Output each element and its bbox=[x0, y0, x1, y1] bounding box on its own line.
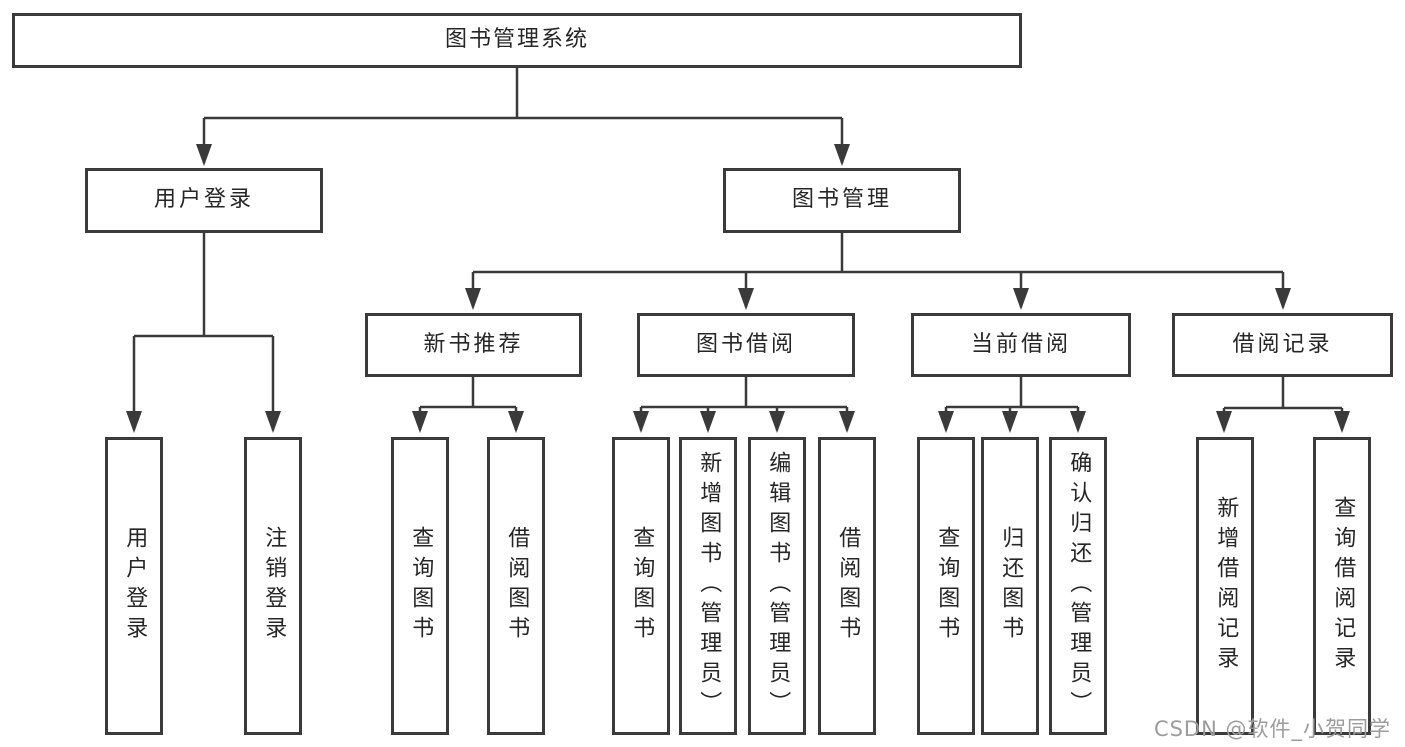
node-book-management: 图书管理 bbox=[723, 168, 961, 233]
leaf-query-borrow-record: 查询借阅记录 bbox=[1313, 437, 1371, 735]
leaf-logout-label: 注销登录 bbox=[261, 526, 287, 646]
node-current-borrowing-label: 当前借阅 bbox=[970, 331, 1071, 357]
leaf-cur-return-books-label: 归还图书 bbox=[998, 526, 1024, 646]
node-book-borrowing: 图书借阅 bbox=[637, 313, 855, 377]
leaf-bor-add-books: 新增图书（管理员） bbox=[679, 437, 737, 735]
node-book-management-label: 图书管理 bbox=[791, 187, 892, 213]
node-root-label: 图书管理系统 bbox=[444, 27, 589, 53]
leaf-bor-borrow-books: 借阅图书 bbox=[818, 437, 876, 735]
leaf-rec-query-books: 查询图书 bbox=[391, 437, 449, 735]
node-new-book-recommendation: 新书推荐 bbox=[365, 313, 582, 377]
node-current-borrowing: 当前借阅 bbox=[911, 313, 1131, 377]
leaf-bor-edit-books-label: 编辑图书（管理员） bbox=[765, 451, 791, 721]
watermark-text: CSDN @软件_小贺同学 bbox=[1153, 717, 1391, 741]
leaf-cur-query-books-label: 查询图书 bbox=[934, 526, 960, 646]
leaf-user-login: 用户登录 bbox=[105, 437, 163, 735]
leaf-rec-borrow-books: 借阅图书 bbox=[487, 437, 545, 735]
leaf-bor-query-books-label: 查询图书 bbox=[629, 526, 655, 646]
leaf-rec-borrow-books-label: 借阅图书 bbox=[504, 526, 530, 646]
leaf-cur-return-books: 归还图书 bbox=[981, 437, 1039, 735]
leaf-query-borrow-record-label: 查询借阅记录 bbox=[1330, 496, 1356, 676]
leaf-cur-confirm-return-label: 确认归还（管理员） bbox=[1066, 451, 1092, 721]
leaf-logout: 注销登录 bbox=[244, 437, 302, 735]
leaf-rec-query-books-label: 查询图书 bbox=[408, 526, 434, 646]
leaf-cur-confirm-return: 确认归还（管理员） bbox=[1049, 437, 1107, 735]
node-book-borrowing-label: 图书借阅 bbox=[695, 331, 796, 357]
leaf-user-login-label: 用户登录 bbox=[122, 526, 148, 646]
node-new-book-recommendation-label: 新书推荐 bbox=[423, 331, 524, 357]
leaf-add-borrow-record-label: 新增借阅记录 bbox=[1213, 496, 1239, 676]
node-borrowing-records: 借阅记录 bbox=[1172, 313, 1393, 377]
leaf-cur-query-books: 查询图书 bbox=[917, 437, 975, 735]
leaf-bor-borrow-books-label: 借阅图书 bbox=[835, 526, 861, 646]
node-borrowing-records-label: 借阅记录 bbox=[1232, 331, 1333, 357]
leaf-bor-edit-books: 编辑图书（管理员） bbox=[748, 437, 806, 735]
leaf-bor-add-books-label: 新增图书（管理员） bbox=[696, 451, 722, 721]
node-user-login: 用户登录 bbox=[85, 168, 323, 233]
leaf-bor-query-books: 查询图书 bbox=[612, 437, 670, 735]
node-root: 图书管理系统 bbox=[12, 13, 1022, 68]
leaf-add-borrow-record: 新增借阅记录 bbox=[1196, 437, 1254, 735]
node-user-login-label: 用户登录 bbox=[153, 187, 254, 213]
